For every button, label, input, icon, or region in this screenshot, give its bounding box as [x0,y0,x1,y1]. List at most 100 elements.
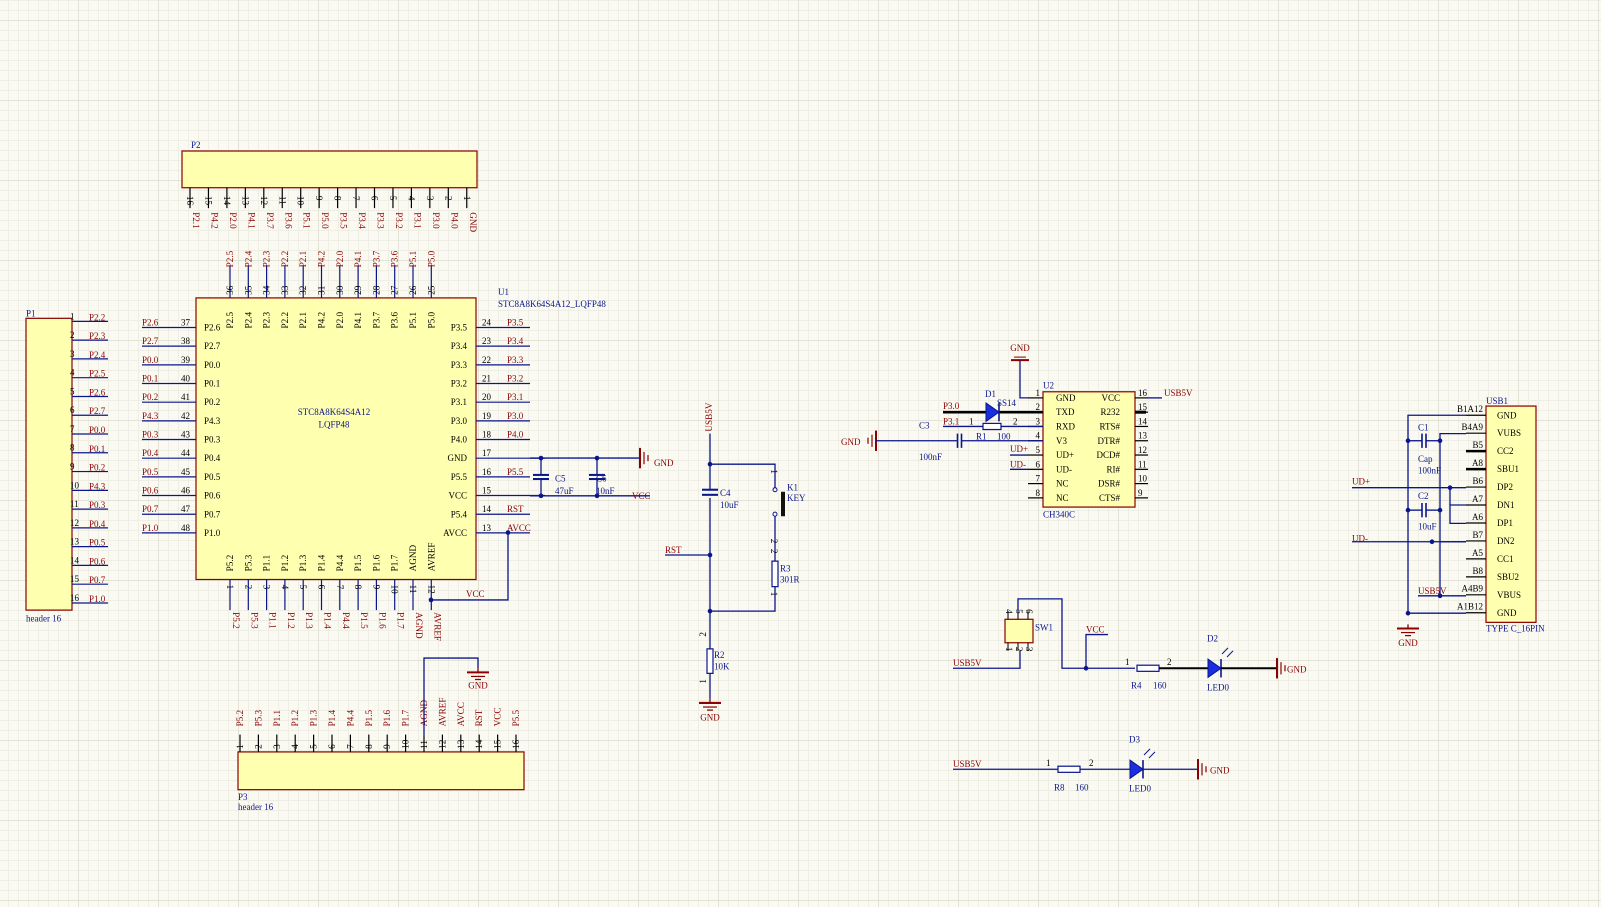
p2-header-body[interactable] [181,150,478,189]
u1-pin-name: AVCC [443,528,467,538]
u1-net-label: P4.0 [507,429,524,439]
d1-value: SS14 [997,398,1016,408]
r4-resistor[interactable] [1136,664,1160,672]
r8-value: 160 [1075,783,1089,793]
u1-net-label: P3.6 [390,250,400,267]
p3-net-label: P1.7 [401,709,411,726]
u1-pin-name: P0.1 [204,378,220,388]
r3-resistor[interactable] [771,560,779,588]
light-ray-icon[interactable] [1143,748,1151,756]
p1-pin-number: 11 [70,499,79,509]
wire[interactable] [953,650,1021,669]
u1-pin-name: P3.3 [451,360,468,370]
r2-pin-number: 1 [698,679,708,684]
light-ray-icon[interactable] [1226,650,1234,658]
u1-mcu-body[interactable] [195,297,477,581]
p3-net-label: P5.2 [235,709,245,726]
u1-center-package: LQFP48 [319,419,350,429]
u1-pin-name: P2.1 [298,312,308,329]
u2-pin-name: GND [1056,393,1076,403]
u1-pin-name: P3.5 [451,322,468,332]
wire[interactable] [1085,633,1108,669]
usb1-pin-label: B1A12 [1457,404,1483,414]
p1-net-label: P2.4 [89,350,106,360]
u1-net-label: P3.5 [507,317,524,327]
p3-pin-number: 6 [327,744,337,749]
wire[interactable] [1439,432,1466,596]
sw1-designator: SW1 [1035,622,1053,632]
p3-header-body[interactable] [237,751,525,791]
d2-led[interactable] [1207,658,1222,679]
d3-led[interactable] [1129,759,1144,780]
u1-pin-name: P3.1 [451,397,467,407]
r4-pin-number: 1 [1125,657,1130,667]
u1-pin-number: 27 [390,285,400,295]
u1-pin-number: 9 [371,585,381,590]
r2-resistor[interactable] [706,648,714,674]
r4-pin-number: 2 [1167,657,1172,667]
light-ray-icon[interactable] [1221,647,1229,655]
p2-pin-number: 11 [277,196,287,205]
gnd-net-label: GND [468,681,488,691]
gnd-net-label: GND [1210,765,1230,775]
wire[interactable] [710,586,776,612]
u1-net-label: P3.1 [507,392,523,402]
usb1-pin-label: A8 [1472,458,1483,468]
wire[interactable] [1449,504,1466,525]
sw1-switch-body[interactable] [1004,618,1034,644]
d1-schottky-diode[interactable] [985,402,1000,423]
u1-pin-number: 5 [298,585,308,590]
usb1-typec-body[interactable] [1485,405,1537,623]
u1-pin-name: P1.7 [390,554,400,571]
u1-pin-number: 14 [482,504,491,514]
u1-net-label: P3.0 [507,411,524,421]
p3-net-label: P1.1 [272,710,282,727]
p1-pin-number: 15 [70,574,79,584]
u2-pin-name: DSR# [1098,479,1120,489]
wire[interactable] [423,657,479,735]
p3-1-net-label: P3.1 [943,416,959,426]
u2-pin-number: 1 [1035,388,1040,398]
p1-header-body[interactable] [25,317,73,611]
wire[interactable] [1019,360,1028,399]
r2-designator: R2 [714,650,725,660]
light-ray-icon[interactable] [1148,751,1156,759]
u2-comment: CH340C [1043,509,1075,519]
u1-pin-name: P3.7 [371,311,381,328]
r8-resistor[interactable] [1057,765,1081,773]
u1-pin-number: 11 [408,585,418,594]
wire[interactable] [1017,598,1135,669]
p1-net-label: P4.3 [89,481,106,491]
u2-pin-number: 14 [1138,416,1147,426]
sw1-pin-number: 6 [1024,609,1034,614]
r1-resistor[interactable] [982,422,1002,431]
u1-pin-name: VCC [449,491,467,501]
p1-net-label: P0.3 [89,500,106,510]
junction-dot [1437,593,1443,599]
u2-ch340c-body[interactable] [1042,391,1136,508]
wire[interactable] [710,463,776,488]
u1-pin-name: P0.0 [204,360,221,370]
p2-net-label: P3.2 [394,212,404,229]
u1-pin-number: 35 [243,285,253,295]
r8-pin-number: 2 [1089,758,1094,768]
d3-designator: D3 [1129,735,1140,745]
wire[interactable] [1407,414,1466,614]
u1-pin-name: GND [448,453,468,463]
p1-pin-number: 14 [70,555,79,565]
p3-comment: header 16 [238,802,274,812]
p1-net-label: P0.0 [89,425,106,435]
u1-pin-name: P5.0 [426,311,436,328]
p3-net-label: P1.4 [327,709,337,726]
u1-net-label: AVREF [432,612,442,641]
rst-net-label: RST [665,545,682,555]
wire[interactable] [431,532,509,601]
r3-pin-number: 2 [769,549,779,554]
ud-minus-net-label: UD- [1352,534,1368,544]
r3-designator: R3 [780,563,791,573]
p2-net-label: P4.1 [246,212,256,229]
u1-center-part: STC8A8K64S4A12 [298,407,371,417]
p2-net-label: P3.6 [283,212,293,229]
p1-net-label: P2.5 [89,369,106,379]
